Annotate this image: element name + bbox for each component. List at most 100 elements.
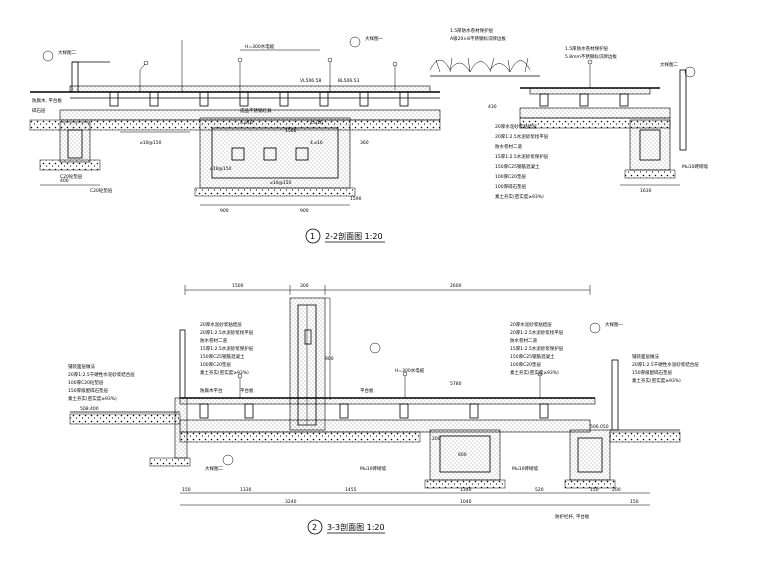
layer-note: 20厚水泥砂浆粘结层 [200, 321, 242, 328]
layer-note: 20厚水泥砂浆粘结层 [510, 321, 552, 328]
note-left-1: 碎石层 [32, 107, 46, 114]
top-dim-1: 300 [300, 283, 309, 289]
elev-2: BL506.53 [338, 78, 359, 84]
layer-note: 15厚1:2.5水泥砂浆保护层 [200, 345, 254, 352]
bottom-dim: 1040 [460, 499, 472, 505]
layer-note: 15厚1:2.5水泥砂浆保护层 [495, 153, 549, 160]
note-right-top-1: A级20×8不锈钢标识牌边板 [450, 35, 506, 42]
note-right-top2-0: 1.5厚防水卷材保护层 [565, 45, 609, 52]
elev-right: 506.050 [590, 424, 609, 430]
dim-e: ⌀10@150 [140, 140, 162, 146]
right-note: 铺装面层做法 [632, 353, 659, 360]
note-left-0: 防腐木, 平台板 [32, 97, 62, 104]
layer-note: 素土夯实(密实度≥93%) [200, 369, 249, 376]
deck-posts-bottom [199, 403, 549, 419]
layer-note: 150厚C25钢筋混凝土 [495, 163, 540, 170]
h-label: H=300水电缆 [245, 43, 275, 50]
dim-g: ⌀10@150 [270, 180, 292, 186]
brick-wall-label: Mu10砖砌墙 [682, 163, 708, 170]
label-7: 900 [325, 356, 334, 362]
note-right-top2-1: 5.8mm不锈钢标识牌边板 [565, 53, 617, 60]
right-notes: 铺装面层做法 20厚1:2.5干硬性水泥砂浆结合层 150厚级配碎石垫层 素土夯… [632, 353, 699, 384]
deck-posts [109, 91, 409, 107]
note-mid: 成品不锈钢灯具 [240, 107, 272, 114]
layer-notes-right: 20厚水泥砂浆粘结层 20厚1:2.5水泥砂浆找平层 防水卷材二道 15厚1:2… [510, 321, 564, 376]
bottom-dim: 150 [182, 487, 191, 493]
layer-note: 防水卷材二道 [510, 337, 537, 344]
left-notes: 铺装面层做法 20厚1:2.5干硬性水泥砂浆结合层 100厚C20砼垫层 150… [68, 363, 135, 402]
planting-icons [429, 57, 540, 77]
label-0: 防腐木平台 [200, 387, 223, 394]
label-4: Mu10砖砌墙 [512, 465, 538, 472]
left-note: 铺装面层做法 [68, 363, 95, 370]
layer-note: 20厚1:2.5水泥砂浆找平层 [510, 329, 564, 336]
section-title-2: 3-3剖面图 1:20 [327, 522, 385, 532]
bottom-dims: 150 1330 1455 1340 520 150 200 3240 1040… [182, 487, 639, 505]
layer-note: 150厚C25钢筋混凝土 [200, 353, 245, 360]
layer-note: 100厚C20垫层 [495, 173, 526, 180]
h-label2-bottom: 5780 [450, 381, 462, 387]
section-number-2: 2 [312, 523, 317, 532]
dim-c: 4.⌀16 [310, 120, 323, 126]
tag-bottom-right: 大样图一 [605, 321, 623, 328]
layer-notes-mid: 20厚水泥砂浆粘结层 20厚1:2.5水泥砂浆找平层 防水卷材二道 15厚1:2… [200, 321, 254, 376]
dim-d: 4.⌀16 [310, 140, 323, 146]
layer-note: 防水卷材二道 [495, 143, 522, 150]
layer-note: 150厚C25钢筋混凝土 [510, 353, 555, 360]
section-2-2: 大样图二 大样图一 大样图二 H=300水电缆 VL506.58 BL506.5… [29, 27, 708, 244]
tag-mid: 大样图一 [365, 35, 383, 42]
top-dim-2: 2600 [450, 283, 462, 289]
top-dim-0: 1500 [232, 283, 244, 289]
layer-notes-top: 20厚水泥砂浆粘结层 20厚1:2.5水泥砂浆找平层 防水卷材二道 15厚1:2… [495, 123, 549, 200]
label-3: Mu10砖砌墙 [360, 465, 386, 472]
section-number-1: 1 [310, 232, 315, 241]
label-1: 平台板 [240, 387, 254, 394]
tag-bottom-left: 大样图二 [205, 465, 223, 472]
right-note: 素土夯实(密实度≥93%) [632, 377, 681, 384]
conc-label: C20砼垫层 [90, 187, 113, 194]
layer-note: 100厚C20垫层 [200, 361, 231, 368]
bottom-dim: 520 [535, 487, 544, 493]
dim-m: 1630 [640, 188, 652, 194]
note-left-2: C20砼垫层 [60, 173, 83, 180]
bottom-dim: 3240 [285, 499, 297, 505]
lamp-icons-bottom [237, 371, 543, 398]
dim-n: 430 [488, 104, 497, 110]
right-note: 20厚1:2.5干硬性水泥砂浆结合层 [632, 361, 699, 368]
left-note: 20厚1:2.5干硬性水泥砂浆结合层 [68, 371, 135, 378]
lamp-icons [139, 57, 398, 92]
elev-left: 508.400 [80, 406, 99, 412]
label-5: 200 [432, 436, 441, 442]
dim-a: 4.⌀16 [240, 120, 253, 126]
bottom-dim: 150 [630, 499, 639, 505]
section-3-3: 1500 300 2600 [68, 283, 699, 535]
note-right-top-0: 1.5厚防水卷材保护层 [450, 27, 494, 34]
layer-note: 素土夯实(密实度≥93%) [495, 193, 544, 200]
dim-l: 1590 [350, 196, 362, 202]
layer-note: 100厚碎石垫层 [495, 183, 527, 190]
layer-note: 20厚水泥砂浆粘结层 [495, 123, 537, 130]
bottom-dim: 1330 [240, 487, 252, 493]
tag-left: 大样图二 [58, 49, 76, 56]
left-note: 100厚C20砼垫层 [68, 379, 104, 386]
bottom-dim: 200 [612, 487, 621, 493]
left-note: 150厚级配碎石垫层 [68, 387, 109, 394]
layer-note: 20厚1:2.5水泥砂浆找平层 [200, 329, 254, 336]
dim-b: 1500 [285, 128, 297, 134]
layer-note: 素土夯实(密实度≥93%) [510, 369, 559, 376]
bottom-dim: 1455 [345, 487, 357, 493]
callout-tags: 大样图二 大样图一 大样图二 [42, 35, 696, 78]
tag-right: 大样图二 [660, 61, 678, 68]
dim-j: 400 [60, 178, 69, 184]
bottom-dim: 1340 [460, 487, 472, 493]
right-note: 150厚级配碎石垫层 [632, 369, 673, 376]
layer-note: 15厚1:2.5水泥砂浆保护层 [510, 345, 564, 352]
dim-i: 900 [300, 208, 309, 214]
layer-note: 防水卷材二道 [200, 337, 227, 344]
layer-note: 20厚1:2.5水泥砂浆找平层 [495, 133, 549, 140]
bottom-dim: 150 [590, 487, 599, 493]
dim-k: 360 [360, 140, 369, 146]
left-note: 素土夯实(密实度≥93%) [68, 395, 117, 402]
label-6: 600 [458, 452, 467, 458]
